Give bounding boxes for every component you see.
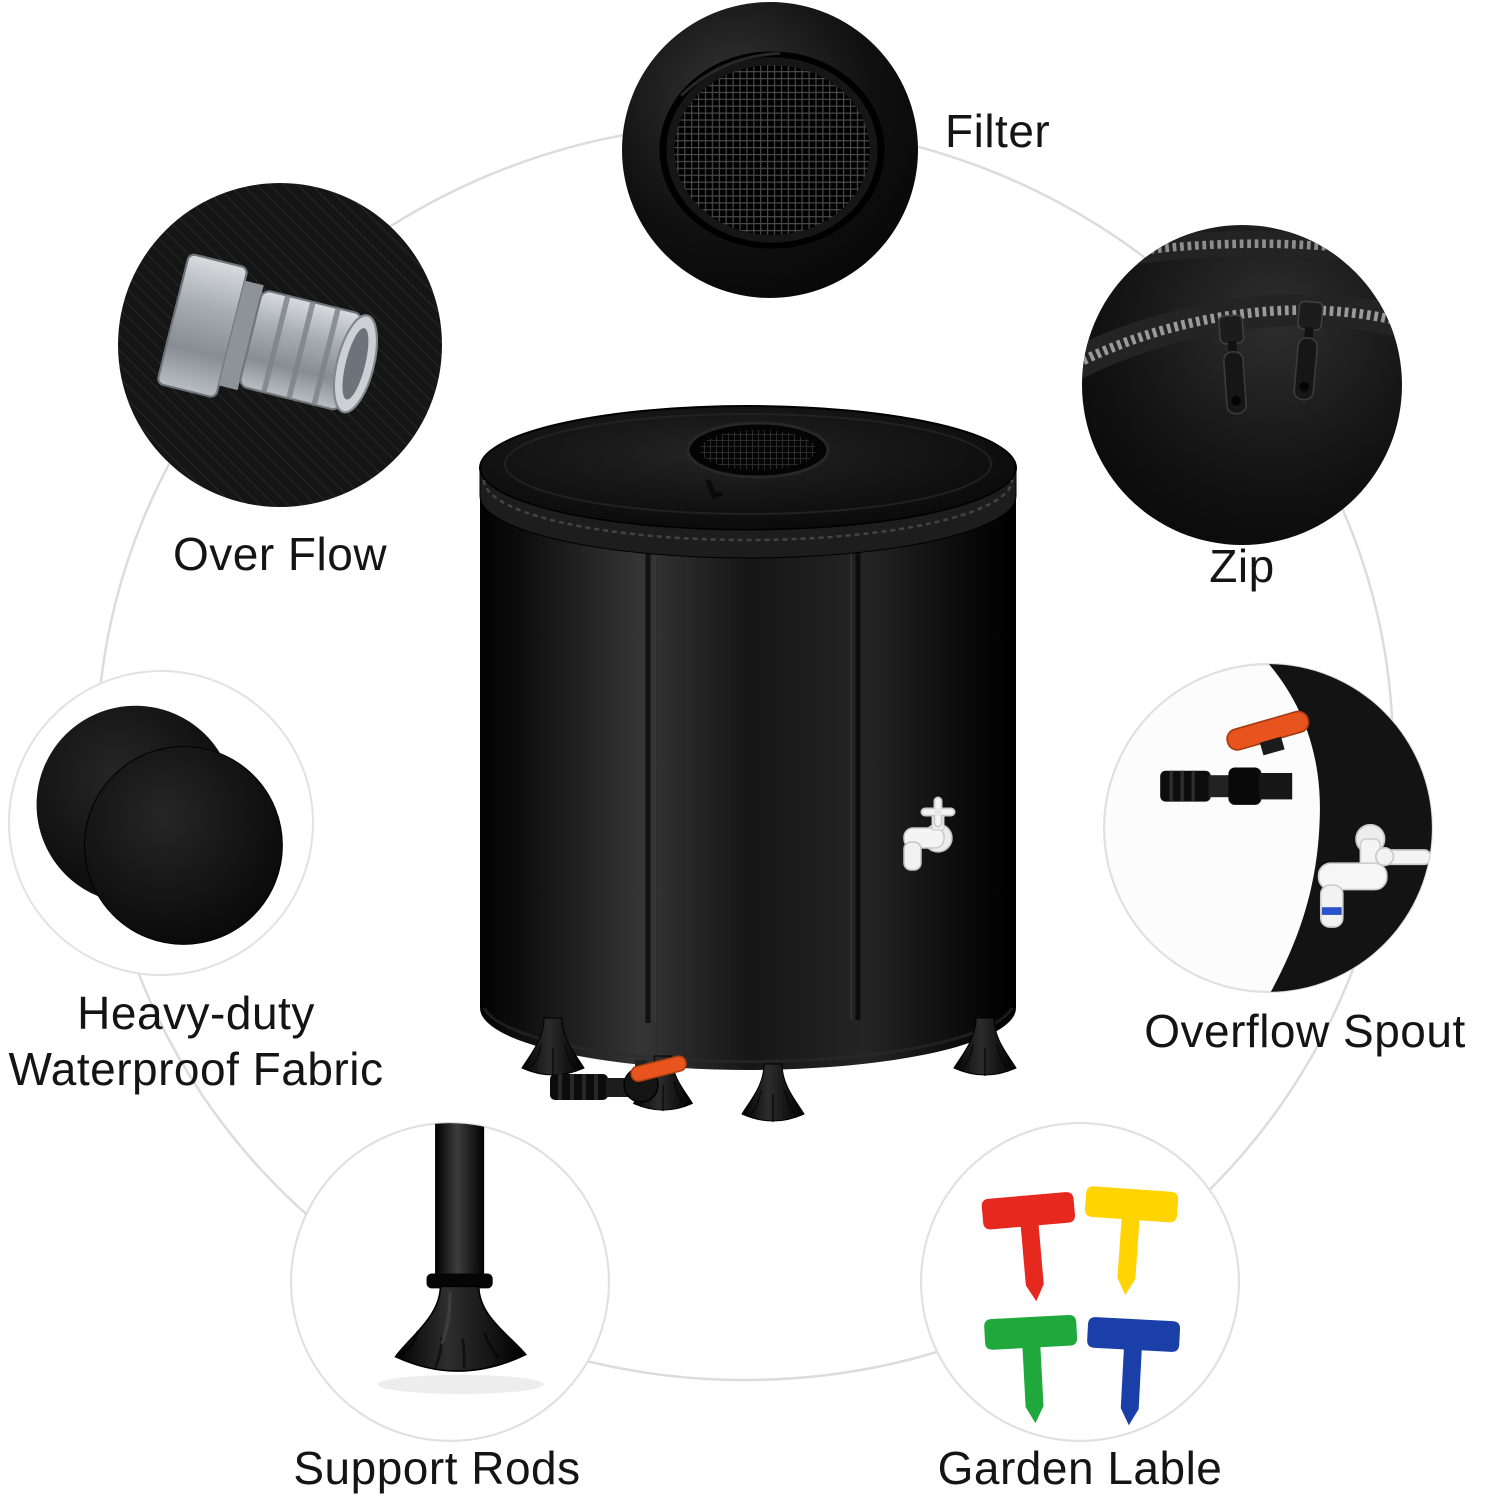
- overflow-spout-label: Overflow Spout: [1144, 1005, 1466, 1057]
- over-flow-label: Over Flow: [172, 528, 388, 580]
- barrel-faucet-icon: [903, 796, 956, 871]
- spout-valve-handle-icon: [1226, 710, 1310, 756]
- spout-faucet-icon: [1317, 823, 1432, 928]
- fabric-label: Heavy-duty Waterproof Fabric: [0, 985, 392, 1097]
- faucet-blue-ring: [1321, 907, 1342, 915]
- rain-barrel-illustration: [479, 405, 1017, 1123]
- lid-zipper-icon: [482, 479, 1014, 542]
- support-rod-foot-icon: [377, 1123, 544, 1394]
- zip-label: Zip: [1209, 540, 1275, 592]
- filter-photo: [622, 2, 918, 298]
- support-rods-photo: [290, 1122, 610, 1442]
- support-rods-label: Support Rods: [293, 1442, 581, 1494]
- valve-lever-icon: [630, 1055, 687, 1083]
- fabric-photo: [8, 670, 314, 976]
- garden-tag-yellow-icon: [1085, 1186, 1179, 1296]
- barrel-foot: [741, 1063, 805, 1123]
- zipper-pull-icon: [1218, 314, 1247, 415]
- drain-valve-icon: [550, 1055, 687, 1103]
- garden-tag-red-icon: [981, 1192, 1075, 1302]
- zipper-photo: [1082, 225, 1402, 545]
- garden-labels-photo: [920, 1122, 1240, 1442]
- mesh-filter-icon: [666, 57, 878, 243]
- garden-tag-green-icon: [984, 1315, 1078, 1424]
- barrel-body: [480, 468, 1016, 1070]
- overflow-barb-fitting-icon: [157, 253, 379, 414]
- fabric-label-line1: Heavy-duty: [77, 987, 315, 1039]
- lid-zipper-pull-icon: [705, 479, 723, 500]
- overflow-fitting-photo: [118, 183, 442, 507]
- hose-connector-icon: [1160, 767, 1293, 805]
- fabric-label-line2: Waterproof Fabric: [8, 1043, 384, 1096]
- garden-tag-blue-icon: [1087, 1317, 1181, 1426]
- zipper-pull-icon: [1293, 300, 1324, 401]
- tarp-panel: [1268, 664, 1432, 992]
- filter-label: Filter: [945, 105, 1051, 157]
- overflow-spout-photo: [1103, 663, 1433, 993]
- garden-lable-label: Garden Lable: [937, 1442, 1223, 1494]
- fabric-disc-icon: [83, 745, 283, 945]
